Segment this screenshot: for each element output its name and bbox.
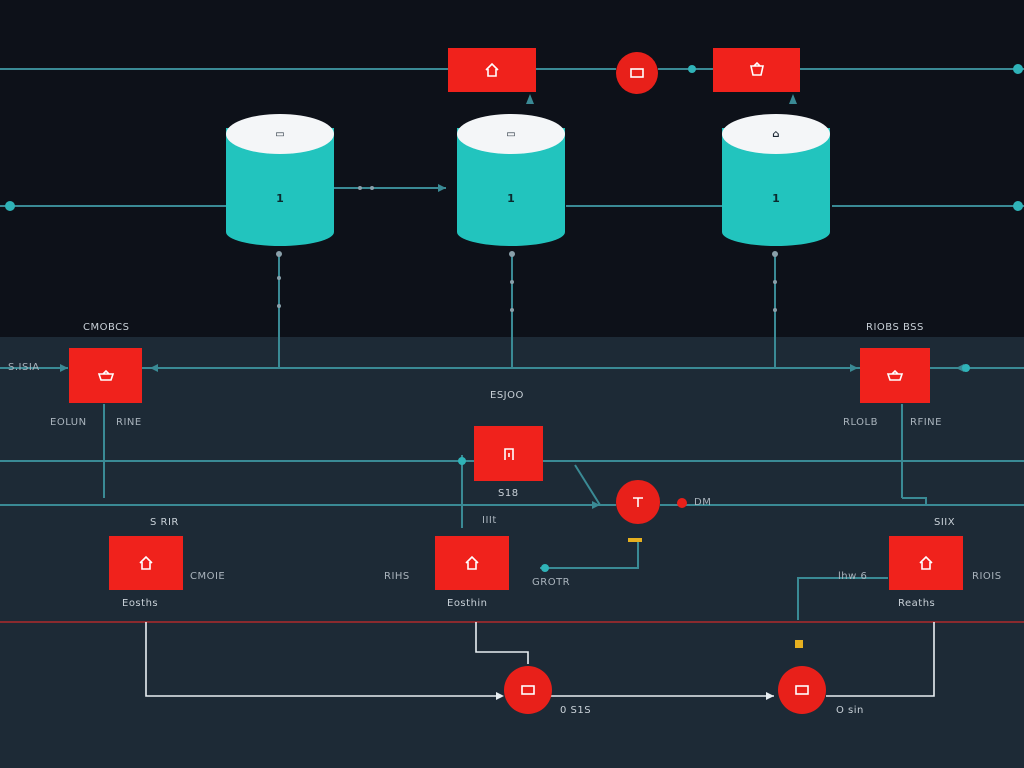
flow-arrowheads bbox=[496, 692, 774, 700]
top-node-left[interactable] bbox=[448, 48, 536, 92]
bottom-center-label: 0 S1S bbox=[560, 705, 592, 716]
mid-node-right[interactable] bbox=[860, 348, 930, 403]
center-top-label: ESJOO bbox=[490, 390, 524, 401]
storage-lid: ⌂ bbox=[722, 114, 830, 154]
top-node-right[interactable] bbox=[713, 48, 800, 92]
database-icon: ▭ bbox=[506, 128, 516, 140]
lower-node-center[interactable] bbox=[435, 536, 509, 590]
database-icon: ▭ bbox=[275, 128, 285, 140]
flow-lines bbox=[145, 622, 935, 697]
door-icon bbox=[503, 447, 514, 460]
house-icon bbox=[139, 555, 153, 570]
database-icon: ⌂ bbox=[772, 128, 780, 140]
storage-number: 1 bbox=[276, 192, 284, 205]
left-side-label: S.ISIA bbox=[8, 362, 40, 373]
center-small-label: IIIt bbox=[482, 515, 497, 526]
center-lower-bottom-label: Eosthin bbox=[447, 598, 488, 609]
right-lower-side-label-a: lhw 6 bbox=[838, 571, 868, 582]
right-lower-bottom-label: Reaths bbox=[898, 598, 936, 609]
connector-arrowheads bbox=[60, 94, 964, 509]
bottom-right-label: O sin bbox=[836, 705, 864, 716]
storage-base bbox=[722, 218, 830, 246]
junction-dot bbox=[677, 498, 687, 508]
left-header-label: CMOBCS bbox=[83, 322, 130, 333]
right-sub-label-a: RLOLB bbox=[843, 417, 878, 428]
connector-dots bbox=[276, 186, 778, 312]
monitor-icon bbox=[521, 685, 535, 695]
center-below-label: S18 bbox=[498, 488, 519, 499]
left-lower-bottom-label: Eosths bbox=[122, 598, 159, 609]
connector-endpoints bbox=[5, 64, 1023, 572]
house-icon bbox=[465, 555, 479, 570]
cart-icon bbox=[97, 369, 114, 381]
storage-lid: ▭ bbox=[226, 114, 334, 154]
top-node-center[interactable] bbox=[616, 52, 658, 94]
monitor-icon bbox=[795, 685, 809, 695]
cart-icon bbox=[886, 369, 904, 381]
accent-markers bbox=[628, 538, 803, 648]
house-icon bbox=[919, 555, 933, 570]
center-node[interactable] bbox=[474, 426, 543, 481]
storage-right[interactable]: ⌂ 1 bbox=[722, 114, 830, 246]
left-lower-side-label: CMOIE bbox=[190, 571, 226, 582]
storage-left[interactable]: ▭ 1 bbox=[226, 114, 334, 246]
storage-center[interactable]: ▭ 1 bbox=[457, 114, 565, 246]
right-lower-header-label: SIIX bbox=[934, 517, 956, 528]
left-sub-label-b: RINE bbox=[116, 417, 142, 428]
storage-number: 1 bbox=[507, 192, 515, 205]
storage-lid: ▭ bbox=[457, 114, 565, 154]
center-lower-right-label: GROTR bbox=[532, 577, 571, 588]
right-sub-label-b: RFINE bbox=[910, 417, 942, 428]
cart-icon bbox=[749, 61, 764, 76]
house-icon bbox=[485, 62, 499, 77]
junction-node[interactable] bbox=[616, 480, 660, 524]
right-lower-side-label-b: RIOIS bbox=[972, 571, 1002, 582]
bottom-node-center[interactable] bbox=[504, 666, 552, 714]
bottom-node-right[interactable] bbox=[778, 666, 826, 714]
storage-base bbox=[457, 218, 565, 246]
storage-number: 1 bbox=[772, 192, 780, 205]
lower-node-left[interactable] bbox=[109, 536, 183, 590]
center-lower-side-label: RIHS bbox=[384, 571, 410, 582]
storage-base bbox=[226, 218, 334, 246]
left-sub-label-a: EOLUN bbox=[50, 417, 87, 428]
lower-node-right[interactable] bbox=[889, 536, 963, 590]
right-header-label: RIOBS BSS bbox=[866, 322, 924, 333]
monitor-icon bbox=[630, 68, 644, 78]
junction-label: DM bbox=[694, 497, 712, 508]
connector-lines bbox=[0, 68, 1024, 620]
monitor-icon bbox=[633, 497, 643, 507]
mid-node-left[interactable] bbox=[69, 348, 142, 403]
left-lower-header-label: S RIR bbox=[150, 517, 179, 528]
